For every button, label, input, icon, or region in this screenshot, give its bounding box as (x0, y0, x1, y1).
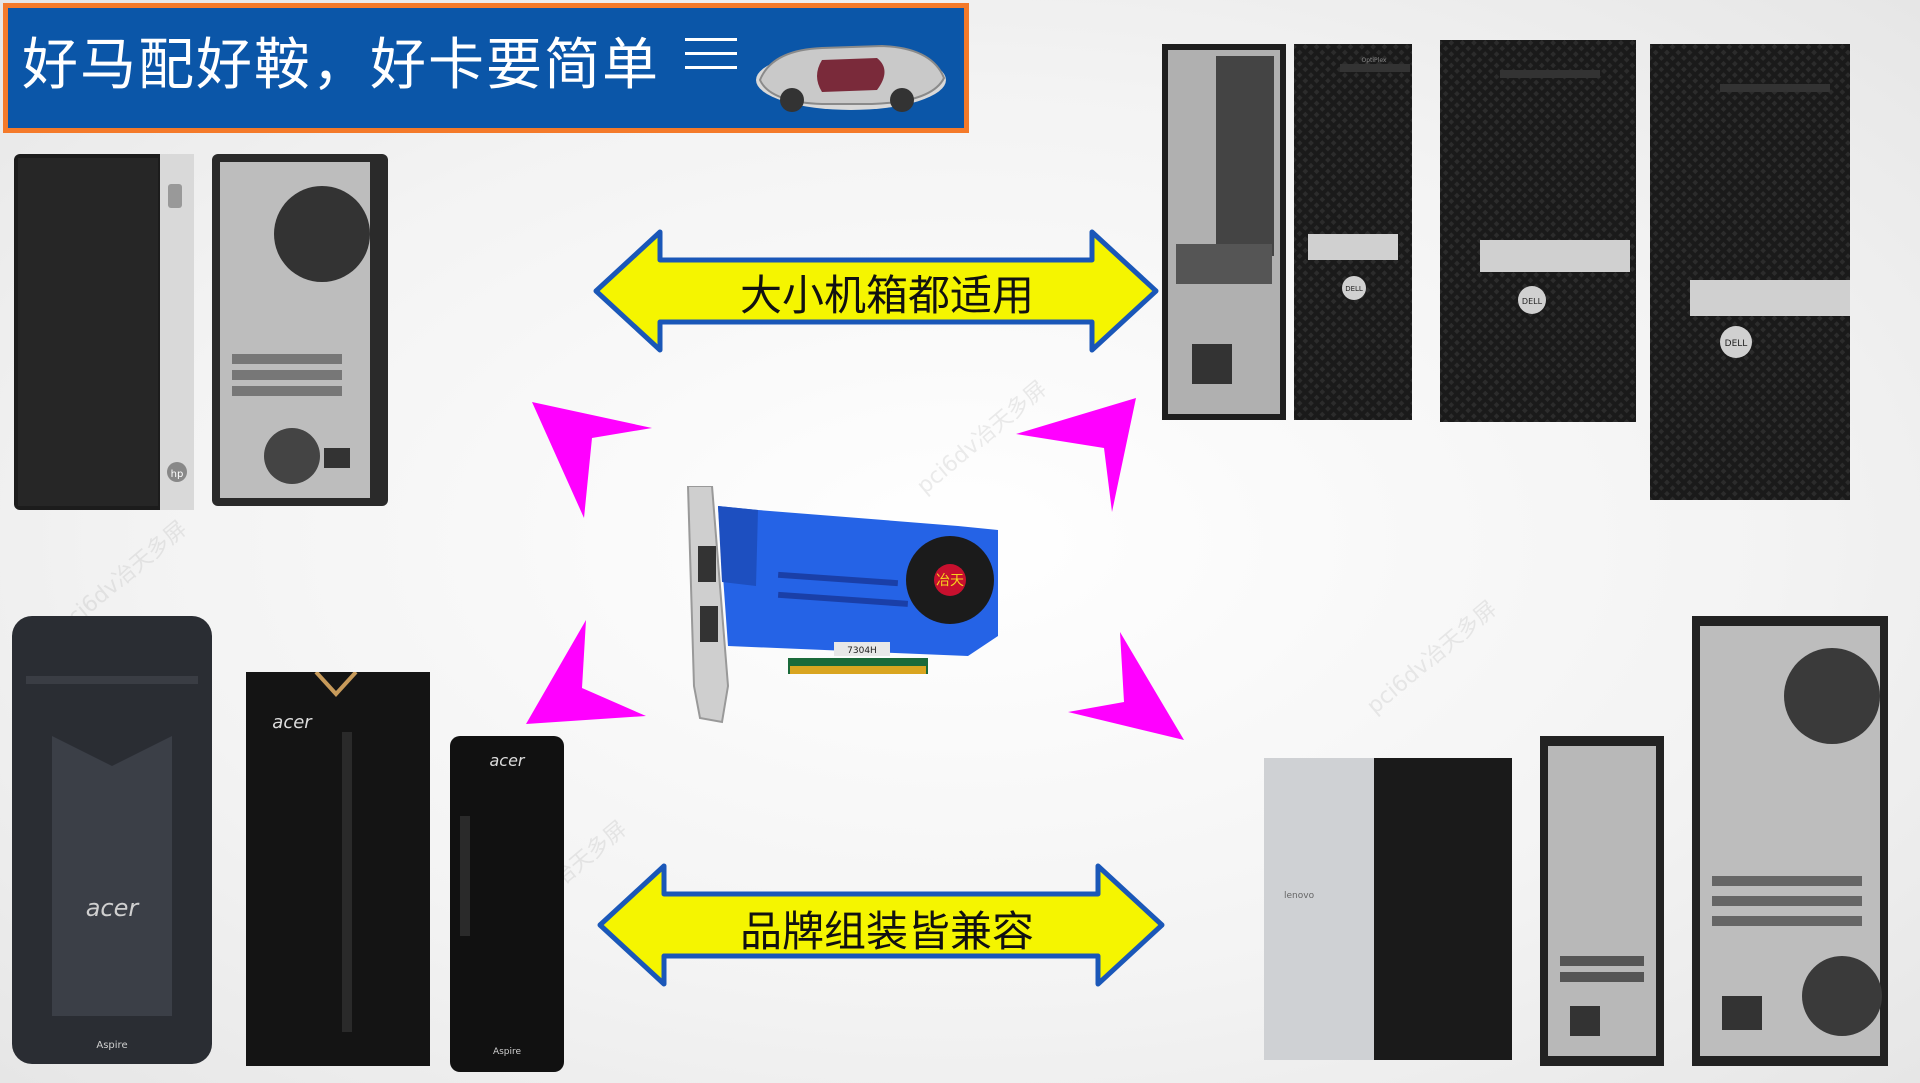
hp-logo: hp (171, 469, 184, 480)
hp-case-back (212, 154, 388, 506)
dell-case-sff: DELL OptiPlex (1294, 44, 1412, 420)
dell-case-tower: DELL (1650, 44, 1850, 500)
acer-case-small: acer Aspire (450, 736, 564, 1072)
hp-case-front: hp (14, 154, 194, 510)
acer-logo: acer (86, 894, 141, 922)
double-arrow-bottom (597, 863, 1165, 987)
lenovo-logo: lenovo (1284, 891, 1315, 901)
dell-logo: DELL (1522, 297, 1543, 306)
card-brand-mark: 冶天 (936, 573, 964, 589)
corner-arrow-top-right (1016, 398, 1136, 512)
corner-arrow-top-left (532, 402, 652, 518)
arrow-label-top: 大小机箱都适用 (740, 271, 1035, 320)
lenovo-case-back-small (1540, 736, 1664, 1066)
corner-arrow-bottom-left (526, 620, 646, 724)
corner-arrow-bottom-right (1068, 632, 1184, 740)
aspire-logo: Aspire (493, 1047, 522, 1057)
dell-logo: DELL (1725, 339, 1748, 349)
acer-case-large: acer Aspire (12, 616, 212, 1064)
dell-case-back (1162, 44, 1286, 420)
dell-case-mt: DELL (1440, 40, 1636, 422)
dell-model-label: OptiPlex (1362, 57, 1387, 64)
card-model-label: 7304H (847, 646, 877, 656)
acer-logo: acer (489, 751, 525, 770)
acer-logo: acer (272, 712, 313, 733)
dell-logo: DELL (1345, 285, 1363, 293)
aspire-logo: Aspire (96, 1040, 127, 1051)
graphics-card: 冶天 7304H (686, 486, 998, 724)
lenovo-case-back-large (1692, 616, 1888, 1066)
acer-case-medium: acer (246, 672, 430, 1066)
watermark: pci6dv冶天多屏 (1362, 596, 1502, 720)
menu-icon[interactable] (685, 38, 737, 88)
lenovo-case-slim: lenovo (1264, 758, 1512, 1060)
arrow-label-bottom: 品牌组装皆兼容 (740, 907, 1035, 956)
car-icon (756, 44, 946, 112)
page-title: 好马配好鞍，好卡要简单 (22, 33, 660, 98)
double-arrow-top (593, 229, 1159, 353)
